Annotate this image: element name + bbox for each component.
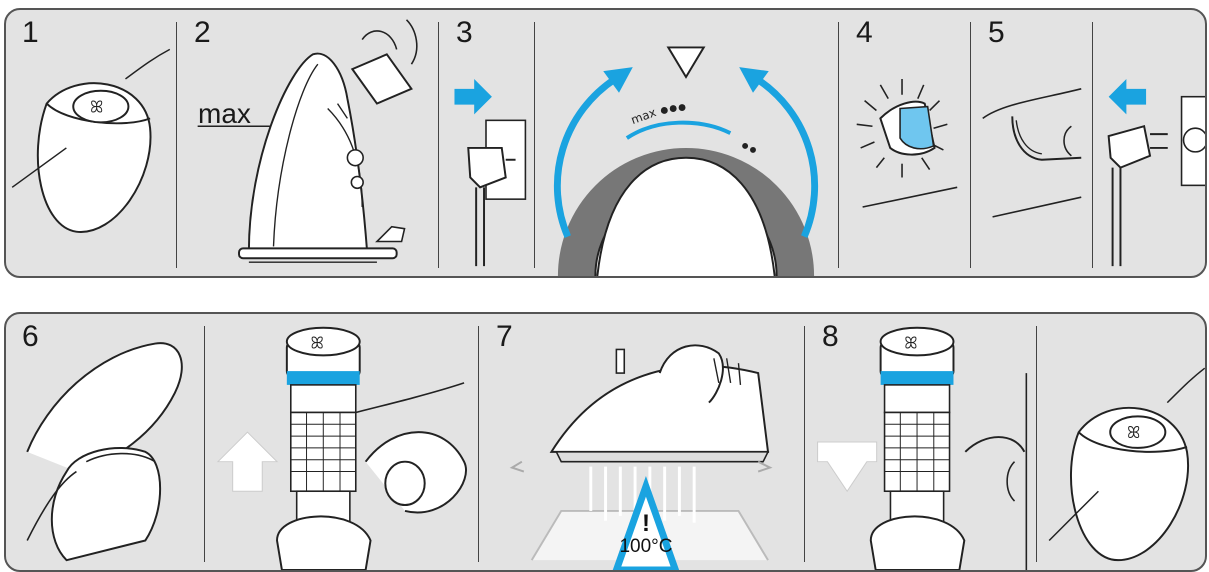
panel-step-1: 1 ꕤ [6,10,174,276]
instruction-strip-bottom: 6 ꕤ [4,312,1207,572]
plug-in-illustration [440,10,532,276]
dial-max-label: max [629,105,658,127]
arrow-up-icon [218,432,277,491]
warning-exclamation: ! [636,510,656,538]
panel-step-2: 2 max [178,10,436,276]
indicator-off-illustration [972,10,1090,276]
arrow-down-icon [818,442,877,491]
panel-step-4: 4 [840,10,968,276]
panel-step-7: 7 ! 100°C [480,314,802,570]
indicator-light-illustration [840,10,968,276]
panel-divider [1092,22,1093,268]
panel-step-3-dial: max [536,10,836,276]
panel-step-3: 3 [440,10,532,276]
triangle-marker-icon [668,47,703,77]
panel-divider [204,326,205,562]
panel-step-5-unplug [1094,10,1207,276]
instruction-strip-top: 1 ꕤ 2 max [4,8,1207,278]
iron-filling-water-illustration [178,10,436,276]
panel-divider [838,22,839,268]
warning-temperature-label: 100°C [610,536,682,558]
temperature-dial-illustration: max [536,10,836,276]
svg-text:ꕤ: ꕤ [904,333,917,352]
panel-divider [1036,326,1037,562]
arrow-right-icon [454,79,491,114]
svg-text:ꕤ: ꕤ [1127,423,1140,442]
panel-step-5: 5 [972,10,1090,276]
panel-step-8: 8 ꕤ [806,314,1034,570]
panel-step-6: 6 [6,314,202,570]
panel-divider [438,22,439,268]
svg-text:ꕤ: ꕤ [90,97,103,116]
insert-cartridge-illustration: ꕤ [806,314,1034,570]
svg-text:ꕤ: ꕤ [310,333,323,352]
panel-divider [478,326,479,562]
unplug-illustration [1094,10,1207,276]
anti-calc-button-icon: ꕤ [1038,314,1207,570]
arrow-left-icon [1109,79,1146,114]
panel-divider [970,22,971,268]
panel-divider [534,22,535,268]
panel-step-6-remove: ꕤ [206,314,476,570]
press-button-illustration [6,314,202,570]
panel-step-8-done: ꕤ [1038,314,1207,570]
panel-divider [804,326,805,562]
anti-calc-button-icon: ꕤ [6,10,174,276]
panel-divider [176,22,177,268]
remove-cartridge-illustration: ꕤ [206,314,476,570]
